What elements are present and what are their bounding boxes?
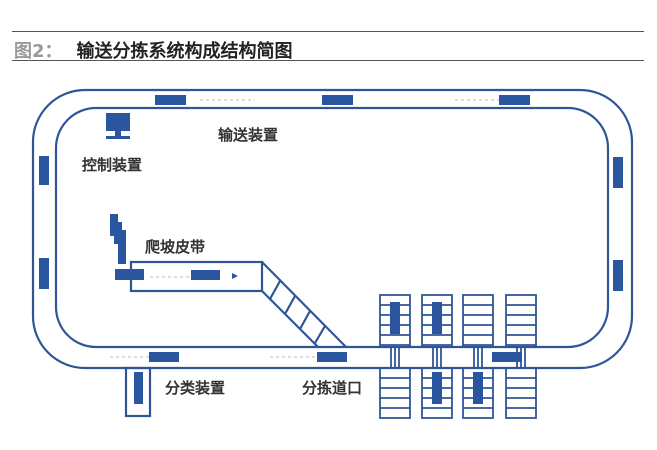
label-control: 控制装置 xyxy=(82,156,143,174)
carrier-block xyxy=(317,352,347,362)
carrier-block xyxy=(115,269,144,280)
figure-title-text: 输送分拣系统构成结构简图 xyxy=(76,41,293,62)
carrier-block xyxy=(39,156,49,185)
package-stack-icon xyxy=(110,214,126,264)
carrier-block xyxy=(39,258,49,289)
carrier-block xyxy=(613,260,623,291)
chute-upper xyxy=(462,294,494,348)
label-conveyor: 输送装置 xyxy=(218,126,279,144)
carrier-block xyxy=(322,95,353,105)
carrier-block xyxy=(155,95,186,105)
label-classifier: 分类装置 xyxy=(165,379,226,397)
sorting-chutes xyxy=(379,294,537,419)
classifier-bay xyxy=(124,366,152,418)
carrier-block xyxy=(191,270,220,280)
arrow-icon xyxy=(232,273,238,279)
chute-upper xyxy=(505,294,537,348)
chute-lower xyxy=(505,367,537,419)
monitor-icon xyxy=(106,113,130,139)
conveyor-loop-outer xyxy=(31,88,634,370)
conveyor-loop-inner xyxy=(54,106,610,349)
label-sorting-exit: 分拣道口 xyxy=(302,379,363,397)
package-block xyxy=(432,372,442,404)
carrier-block xyxy=(613,157,623,188)
label-climbing-belt: 爬坡皮带 xyxy=(145,238,206,256)
top-rule xyxy=(12,31,644,32)
climbing-ramp xyxy=(261,261,347,348)
carrier-block xyxy=(499,95,530,105)
package-block xyxy=(473,372,483,404)
figure-number: 图2： xyxy=(14,41,63,62)
chute-lower xyxy=(379,367,411,419)
carrier-block xyxy=(134,372,143,404)
figure-title: 图2： 输送分拣系统构成结构简图 xyxy=(14,37,293,63)
bottom-rule xyxy=(12,60,644,61)
package-block xyxy=(492,352,522,362)
chute-packages xyxy=(390,302,522,404)
package-block xyxy=(390,302,400,334)
package-block xyxy=(432,302,442,334)
carrier-block xyxy=(149,352,179,362)
